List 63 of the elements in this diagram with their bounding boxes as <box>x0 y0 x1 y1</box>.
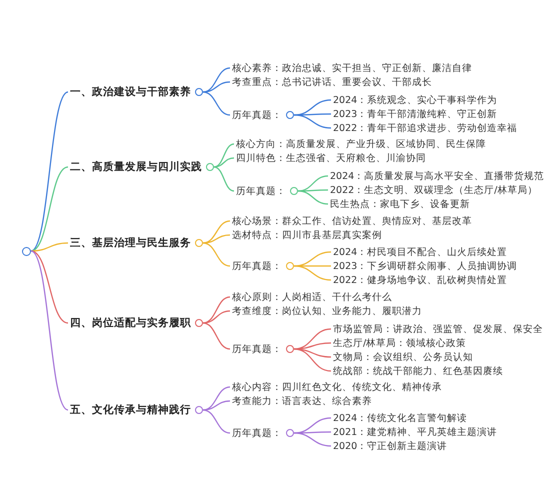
topic-label: 五、文化传承与精神践行 <box>70 404 191 416</box>
branch-line <box>202 91 230 116</box>
item-label: 2022：青年干部追求进步、劳动创造幸福 <box>333 122 518 134</box>
branch-line <box>298 190 328 205</box>
branch-line <box>202 67 230 93</box>
item-label: 2024：传统文化名言警句解读 <box>333 412 468 424</box>
branch-line <box>214 166 234 192</box>
branch-line <box>30 250 68 324</box>
item-label: 2022：健身场地争议、乱砍树舆情处置 <box>333 274 508 286</box>
branch-line <box>202 242 230 267</box>
item-label: 历年真题： <box>232 342 282 356</box>
item-label: 考查能力：语言表达、综合素养 <box>232 394 372 408</box>
branch-line <box>214 143 234 168</box>
item-label: 核心素养：政治忠诚、实干担当、守正创新、廉洁自律 <box>232 62 472 74</box>
item-label: 市场监管局：讲政治、强监管、促发展、保安全 <box>333 322 543 336</box>
branch-line <box>202 234 230 244</box>
branch-line <box>298 175 328 192</box>
branch-line <box>294 348 332 372</box>
item-label: 文物局：会议组织、公务员认知 <box>333 350 473 364</box>
item-label: 2024：村民项目不配合、山火后续处置 <box>333 246 508 258</box>
branch-line <box>202 81 230 93</box>
item-label: 核心原则：人岗相适、干什么考什么 <box>232 290 392 304</box>
item-label: 核心内容：四川红色文化、传统文化、精神传承 <box>232 380 442 394</box>
item-label: 核心方向：高质量发展、产业升级、区域协同、民生保障 <box>236 138 486 150</box>
item-label: 民生热点：家电下乡、设备更新 <box>330 198 470 210</box>
branch-line <box>30 242 68 252</box>
item-label: 统战部：统战干部能力、红色基因赓续 <box>333 364 503 378</box>
item-label: 历年真题： <box>232 260 282 272</box>
branch-line <box>294 432 332 447</box>
item-label: 选材特点：四川市县基层真实案例 <box>232 228 382 242</box>
item-label: 2020：守正创新主题演讲 <box>333 440 448 452</box>
topic-label: 三、基层治理与民生服务 <box>70 236 191 250</box>
item-label: 2023：下乡调研群众闹事、人员抽调协调 <box>333 260 518 272</box>
branch-line <box>294 265 332 281</box>
item-label: 历年真题： <box>232 426 282 440</box>
topic-label: 二、高质量发展与四川实践 <box>70 160 202 174</box>
branch-line <box>202 409 230 434</box>
branch-line <box>202 322 230 350</box>
branch-line <box>214 157 234 168</box>
item-label: 四川特色：生态强省、天府粮仓、川渝协同 <box>236 152 426 164</box>
topic-label: 四、岗位适配与实务履职 <box>70 316 191 330</box>
item-label: 2024：系统观念、实心干事科学作为 <box>333 94 498 106</box>
branch-line <box>294 114 332 129</box>
item-label: 2021：建党精神、平凡英雄主题演讲 <box>333 426 498 438</box>
item-label: 历年真题： <box>236 184 286 198</box>
branch-line <box>30 166 68 252</box>
branch-line <box>202 310 230 324</box>
branch-line <box>202 386 230 411</box>
item-label: 历年真题： <box>232 108 282 122</box>
branch-line <box>30 250 68 410</box>
item-label: 生态厅/林草局：领域核心政策 <box>333 336 466 350</box>
branch-line <box>30 92 68 252</box>
item-label: 2023：青年干部清澈纯粹、守正创新 <box>333 108 498 120</box>
topic-label: 一、政治建设与干部素养 <box>70 86 191 98</box>
branch-line <box>202 296 230 324</box>
branch-line <box>202 220 230 244</box>
branch-line <box>202 400 230 411</box>
item-label: 考查重点：总书记讲话、重要会议、干部成长 <box>232 76 432 88</box>
branch-line <box>294 328 332 350</box>
item-label: 2022：生态文明、双碳理念（生态厅/林草局） <box>330 184 538 196</box>
item-label: 核心场景：群众工作、信访处置、舆情应对、基层改革 <box>232 214 472 228</box>
item-label: 考查维度：岗位认知、业务能力、履职潜力 <box>232 304 422 318</box>
item-label: 2024：高质量发展与高水平安全、直播带货规范 <box>330 170 544 182</box>
